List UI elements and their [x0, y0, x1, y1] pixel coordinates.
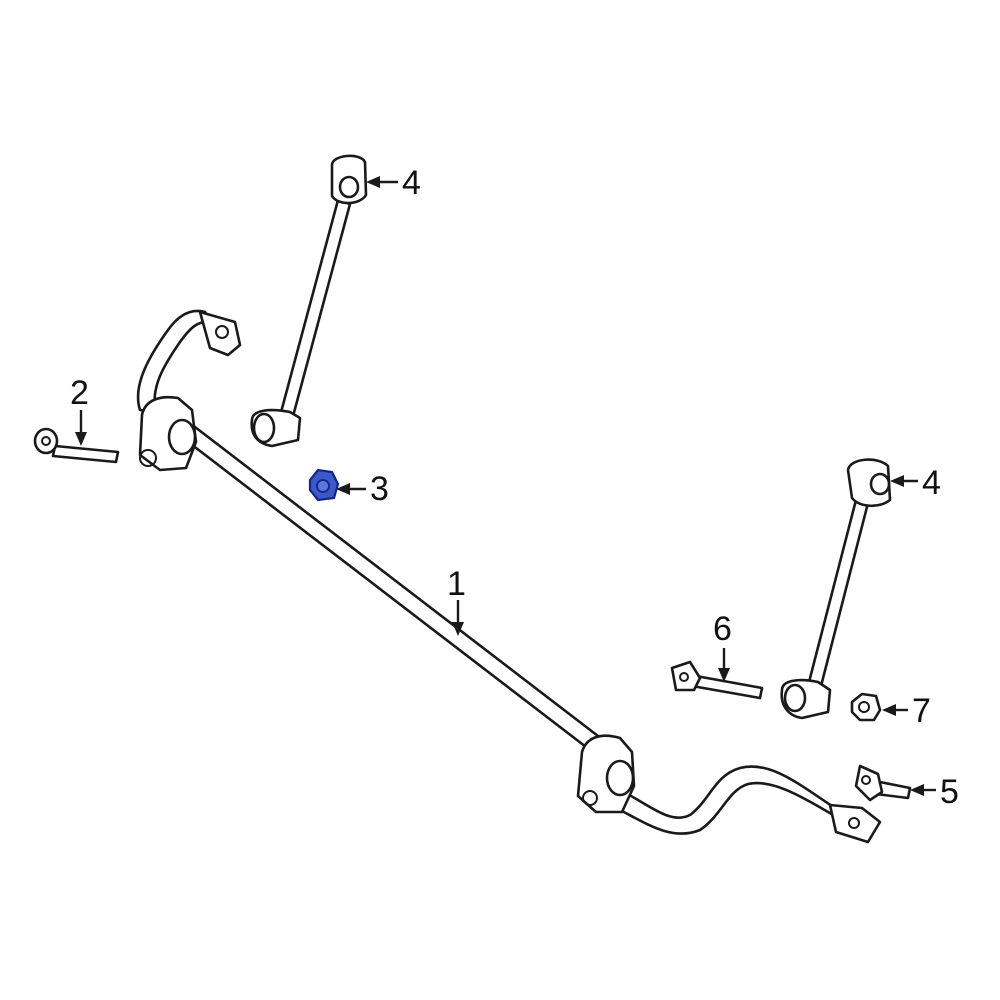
- bolt-5[interactable]: [854, 764, 912, 802]
- stabilizer-bar[interactable]: [136, 309, 882, 844]
- nut-7[interactable]: [850, 692, 882, 722]
- nut-3[interactable]: [308, 468, 340, 502]
- stabilizer-link-lower[interactable]: [780, 458, 892, 720]
- callout-1: 1: [447, 565, 466, 603]
- callout-2: 2: [70, 374, 89, 412]
- callout-4-lower: 4: [922, 464, 941, 502]
- bolt-2[interactable]: [33, 427, 120, 464]
- stabilizer-link-upper[interactable]: [250, 154, 368, 448]
- callout-3: 3: [370, 470, 389, 508]
- bolt-6[interactable]: [670, 660, 764, 700]
- callout-4-upper: 4: [402, 164, 421, 202]
- callout-7: 7: [912, 692, 931, 730]
- callout-arrows: [75, 176, 936, 796]
- callout-5: 5: [940, 773, 959, 811]
- callout-6: 6: [713, 610, 732, 648]
